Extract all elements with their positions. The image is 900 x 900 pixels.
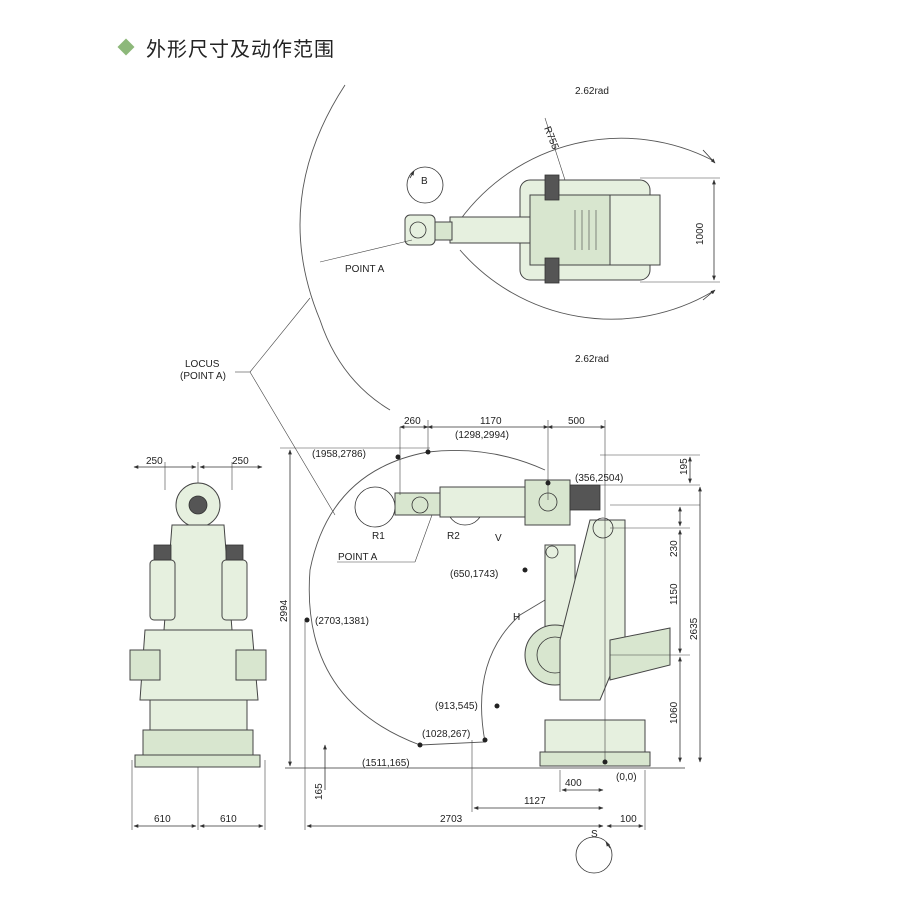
dim-1127: 1127 <box>524 796 546 807</box>
dim-2703: 2703 <box>440 814 463 825</box>
side-view: 260 1170 500 (1958,2786) (1298,2994) (35… <box>279 416 702 874</box>
dim-500: 500 <box>568 416 585 427</box>
swing-arc-bottom <box>459 249 713 320</box>
dim-2635: 2635 <box>689 617 700 640</box>
dim-1170: 1170 <box>480 416 502 427</box>
section-header: 外形尺寸及动作范围 <box>117 30 335 64</box>
locus-label-1: LOCUS <box>185 359 220 370</box>
front-view: 250 250 610 610 <box>129 456 267 830</box>
arc-top-label: 2.62rad <box>575 86 609 97</box>
dim-250-right: 250 <box>232 456 249 467</box>
swing-arc-top <box>459 137 713 221</box>
arc-bottom-label: 2.62rad <box>575 354 609 365</box>
axis-h-label: H <box>513 612 520 623</box>
dim-230: 230 <box>669 540 680 557</box>
coord-0-0: (0,0) <box>616 772 637 783</box>
point-a-top-label: POINT A <box>345 264 385 275</box>
dim-2994: 2994 <box>279 599 290 622</box>
coord-2703-1381: (2703,1381) <box>315 616 369 627</box>
radius-label: R755 <box>541 125 560 152</box>
section-title: 外形尺寸及动作范围 <box>146 36 335 61</box>
dim-260: 260 <box>404 416 421 427</box>
locus-label-2: (POINT A) <box>180 371 226 382</box>
coord-1958-2786: (1958,2786) <box>312 449 366 460</box>
locus-arc-outer <box>299 84 391 411</box>
axis-b-label: B <box>421 176 428 187</box>
joint-r2-label: R2 <box>447 531 460 542</box>
dim-610-right: 610 <box>220 814 237 825</box>
dim-1150: 1150 <box>669 583 680 605</box>
locus-leader: LOCUS (POINT A) <box>180 297 336 516</box>
coord-650-1743: (650,1743) <box>450 569 498 580</box>
coord-1298-2994: (1298,2994) <box>455 430 509 441</box>
axis-v-label: V <box>495 533 502 544</box>
axis-s-label: S <box>591 829 598 840</box>
dim-1060: 1060 <box>669 701 680 724</box>
top-view: 2.62rad 2.62rad R755 1000 B POINT A <box>299 84 720 411</box>
coord-356-2504: (356,2504) <box>575 473 623 484</box>
joint-r1-label: R1 <box>372 531 385 542</box>
coord-1028-267: (1028,267) <box>422 729 470 740</box>
dim-400: 400 <box>565 778 582 789</box>
dim-195: 195 <box>679 458 690 475</box>
point-a-side-label: POINT A <box>338 552 378 563</box>
dim-100: 100 <box>620 814 637 825</box>
width-1000-label: 1000 <box>695 222 706 245</box>
dim-250-left: 250 <box>146 456 163 467</box>
rotation-b-icon <box>406 166 444 204</box>
coord-1511-165: (1511,165) <box>362 758 410 769</box>
rotation-s-icon <box>575 836 613 874</box>
dim-610-left: 610 <box>154 814 171 825</box>
coord-913-545: (913,545) <box>435 701 478 712</box>
working-envelope <box>308 451 546 746</box>
dim-165: 165 <box>314 783 325 800</box>
